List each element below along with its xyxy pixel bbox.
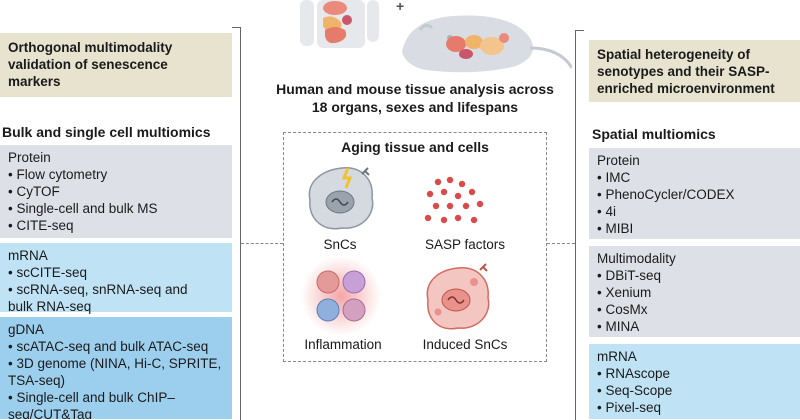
list-item: CITE-seq	[8, 217, 224, 234]
center-title: Human and mouse tissue analysis across 1…	[276, 81, 554, 115]
right-bracket	[575, 30, 584, 420]
list-item: 4i	[597, 203, 792, 220]
right-protein-box: Protein IMC PhenoCycler/CODEX 4i MIBI	[589, 148, 800, 239]
sncs-label: SnCs	[323, 237, 357, 252]
induced-sncs-label: Induced SnCs	[422, 337, 508, 352]
right-protein-title: Protein	[597, 153, 640, 168]
left-section-heading: Bulk and single cell multiomics	[2, 124, 211, 140]
plus-sign: +	[396, 0, 405, 14]
validation-title: Orthogonal multimodality validation of s…	[8, 40, 173, 89]
list-item: scCITE-seq	[8, 264, 224, 281]
list-item: 3D genome (NINA, Hi-C, SPRITE, TSA-seq)	[8, 355, 223, 389]
aging-box-title: Aging tissue and cells	[341, 139, 489, 155]
aging-box	[283, 132, 547, 362]
inflammation-icon	[301, 256, 381, 336]
list-item: IMC	[597, 169, 792, 186]
right-multimodality-title: Multimodality	[597, 251, 676, 266]
list-item: scRNA-seq, snRNA-seq and bulk RNA-seq	[8, 281, 208, 315]
right-section-heading: Spatial multiomics	[592, 126, 716, 142]
list-item: MIBI	[597, 220, 792, 237]
list-item: scATAC-seq and bulk ATAC-seq	[8, 338, 224, 355]
validation-title-box: Orthogonal multimodality validation of s…	[0, 33, 232, 97]
list-item: Flow cytometry	[8, 166, 224, 183]
right-mrna-title: mRNA	[597, 349, 637, 364]
left-gdna-box: gDNA scATAC-seq and bulk ATAC-seq 3D gen…	[0, 317, 232, 419]
left-protein-title: Protein	[8, 150, 51, 165]
list-item: Single-cell and bulk MS	[8, 200, 224, 217]
spatial-title-box: Spatial heterogeneity of senotypes and t…	[589, 40, 800, 102]
mouse-illustration	[402, 15, 572, 73]
inflammation-label: Inflammation	[304, 337, 382, 352]
list-item: CyTOF	[8, 183, 224, 200]
list-item: RNAscope	[597, 365, 792, 382]
list-item: Pixel-seq	[597, 399, 792, 416]
left-gdna-title: gDNA	[8, 322, 45, 337]
right-connector	[547, 243, 575, 244]
sasp-label: SASP factors	[424, 237, 506, 252]
left-protein-box: Protein Flow cytometry CyTOF Single-cell…	[0, 145, 232, 238]
spatial-title: Spatial heterogeneity of senotypes and t…	[597, 47, 775, 96]
left-connector	[241, 243, 283, 244]
list-item: CosMx	[597, 301, 792, 318]
left-bracket	[232, 27, 241, 420]
left-mrna-box: mRNA scCITE-seq scRNA-seq, snRNA-seq and…	[0, 243, 232, 315]
human-silhouette-illustration	[300, 0, 379, 48]
list-item: DBiT-seq	[597, 267, 792, 284]
sncs-cell-icon	[308, 167, 374, 230]
left-mrna-title: mRNA	[8, 248, 48, 263]
right-multimodality-box: Multimodality DBiT-seq Xenium CosMx MINA	[589, 246, 800, 337]
list-item: MINA	[597, 318, 792, 335]
list-item: Xenium	[597, 284, 792, 301]
list-item: PhenoCycler/CODEX	[597, 186, 792, 203]
list-item: Seq-Scope	[597, 382, 792, 399]
right-mrna-box: mRNA RNAscope Seq-Scope Pixel-seq	[589, 344, 800, 419]
sasp-factors-icon	[424, 176, 484, 224]
induced-sncs-icon	[426, 263, 490, 330]
list-item: Single-cell and bulk ChIP–seq/CUT&Tag	[8, 389, 208, 419]
